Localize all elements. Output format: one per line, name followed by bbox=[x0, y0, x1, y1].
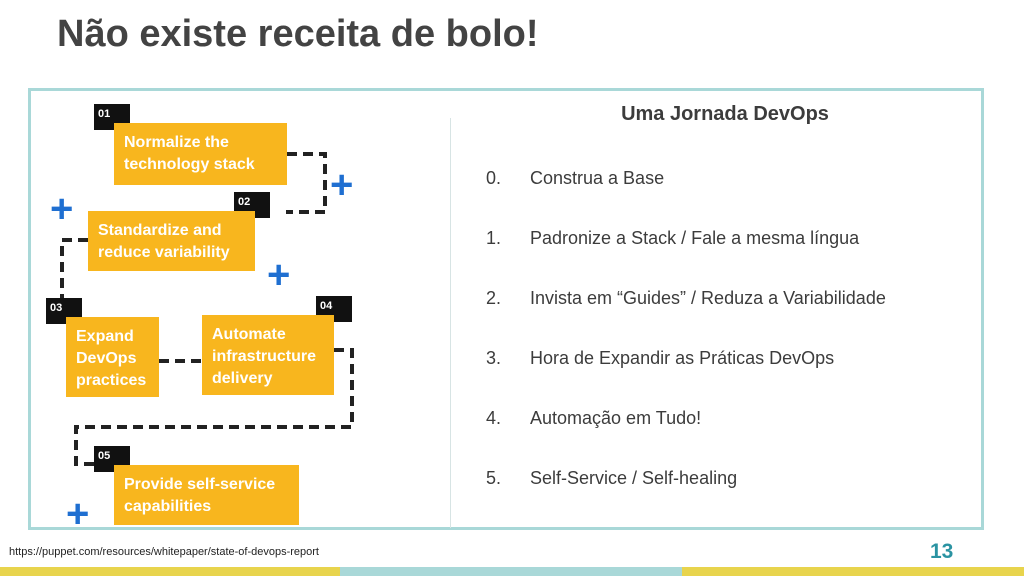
plus-icon: + bbox=[66, 492, 90, 536]
list-item-number: 2. bbox=[486, 288, 502, 308]
list-item-text: Invista em “Guides” / Reduza a Variabili… bbox=[530, 288, 886, 308]
list-item: 4. Automação em Tudo! bbox=[486, 403, 970, 433]
step-box-05: Provide self-service capabilities bbox=[114, 465, 299, 525]
step-box-03: Expand DevOps practices bbox=[66, 317, 159, 397]
plus-icon: + bbox=[330, 163, 354, 207]
connector-02-03 bbox=[60, 238, 88, 300]
connector-04-05 bbox=[74, 348, 354, 466]
list-item-text: Hora de Expandir as Práticas DevOps bbox=[530, 348, 835, 368]
list-item-text: Padronize a Stack / Fale a mesma língua bbox=[530, 228, 860, 248]
list-item-number: 0. bbox=[486, 168, 502, 188]
step-number-04: 04 bbox=[316, 296, 352, 322]
list-item-number: 1. bbox=[486, 228, 502, 248]
list-item-number: 3. bbox=[486, 348, 502, 368]
list-item: 0. Construa a Base bbox=[486, 163, 970, 193]
list-item: 5. Self-Service / Self-healing bbox=[486, 463, 970, 493]
journey-heading: Uma Jornada DevOps bbox=[621, 103, 829, 125]
footer-bar-teal bbox=[340, 567, 682, 576]
journey-list: 0. Construa a Base 1. Padronize a Stack … bbox=[486, 163, 970, 523]
list-item: 3. Hora de Expandir as Práticas DevOps bbox=[486, 343, 970, 373]
list-item-text: Self-Service / Self-healing bbox=[530, 468, 738, 488]
list-item-text: Construa a Base bbox=[530, 168, 665, 188]
footer-bar-yellow-right bbox=[682, 567, 1024, 576]
step-box-04: Automate infrastructure delivery bbox=[202, 315, 334, 395]
plus-icon: + bbox=[267, 253, 291, 297]
connector-01-02 bbox=[286, 152, 327, 214]
list-item-number: 5. bbox=[486, 468, 502, 488]
step-number-05: 05 bbox=[94, 446, 130, 472]
list-item: 1. Padronize a Stack / Fale a mesma líng… bbox=[486, 223, 970, 253]
list-item: 2. Invista em “Guides” / Reduza a Variab… bbox=[486, 283, 970, 313]
list-item-text: Automação em Tudo! bbox=[530, 408, 702, 428]
content-panel bbox=[28, 88, 984, 530]
step-box-02: Standardize and reduce variability bbox=[88, 211, 255, 271]
column-divider bbox=[450, 118, 451, 528]
footer-bar-yellow bbox=[0, 567, 340, 576]
plus-icon: + bbox=[50, 187, 74, 231]
page-number: 13 bbox=[930, 540, 954, 563]
list-item-number: 4. bbox=[486, 408, 502, 428]
source-link[interactable]: https://puppet.com/resources/whitepaper/… bbox=[9, 546, 319, 558]
step-box-01: Normalize the technology stack bbox=[114, 123, 287, 185]
slide-title: Não existe receita de bolo! bbox=[57, 13, 539, 55]
